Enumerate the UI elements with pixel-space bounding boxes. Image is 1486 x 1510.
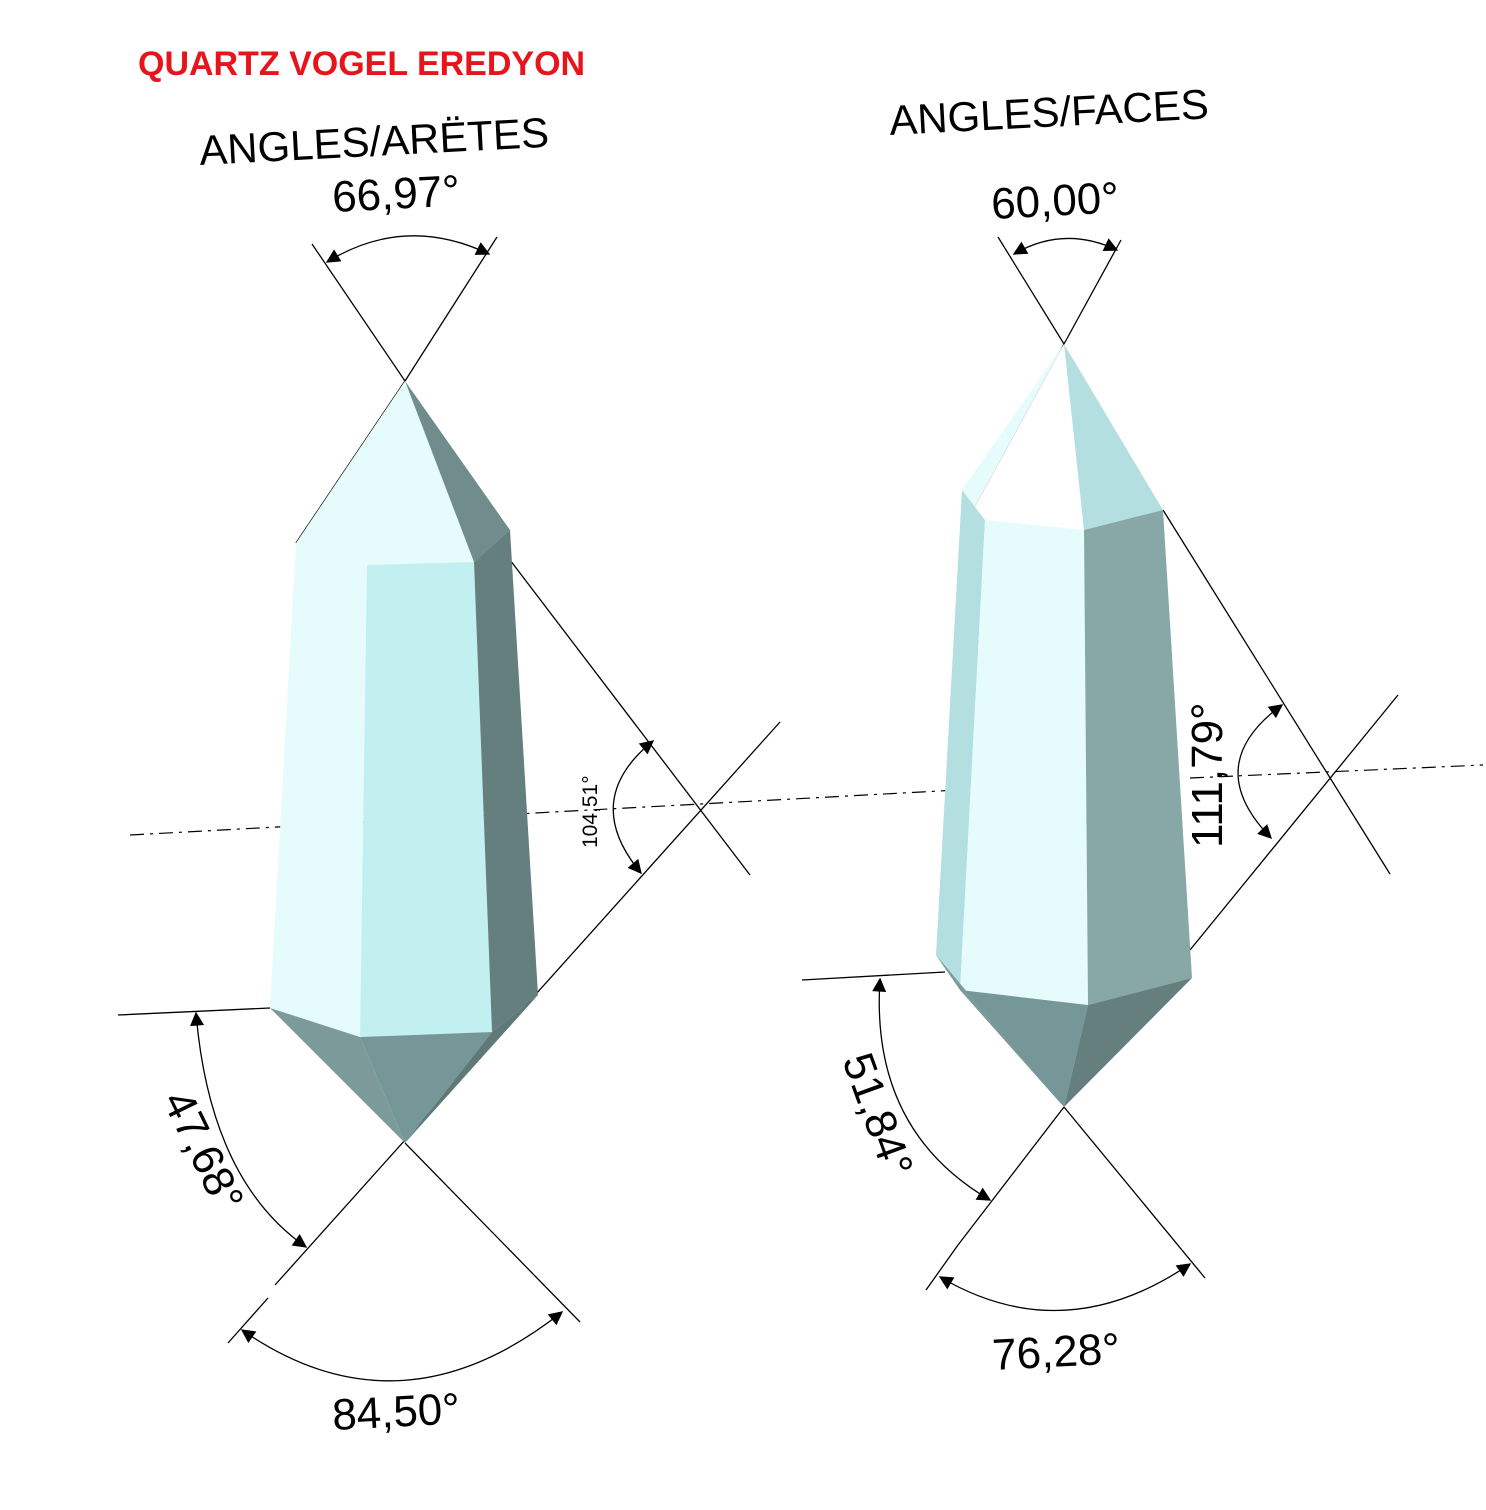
left-bottom-angle-label: 84,50° [331, 1384, 461, 1440]
left-top-line-b [404, 236, 498, 382]
right-bottom-cross-line [1063, 1106, 1206, 1279]
right-axis-dashed [1189, 764, 1484, 779]
left-crystal-tip-front [367, 381, 474, 565]
right-top-arc [1012, 237, 1119, 255]
right-right-edge-line [1162, 509, 1391, 875]
left-bottom-cross-line [404, 1142, 581, 1323]
left-horizontal-line [117, 1007, 271, 1016]
left-top-angle-label: 66,97° [331, 166, 461, 222]
left-crystal-bottom-front [360, 1032, 492, 1143]
right-crystal-body-right [1084, 510, 1192, 1005]
right-bottom-left-line [957, 1106, 1065, 1246]
right-crystal-tip-right [1064, 344, 1163, 530]
right-top-line-a [997, 236, 1065, 345]
right-crystal-body-front [960, 520, 1088, 1005]
right-right-cross-line [1189, 694, 1399, 951]
left-bottom-arc [240, 1311, 564, 1382]
right-side-angle-label: 111,79° [1183, 702, 1232, 848]
right-crystal-tip-front [972, 344, 1084, 530]
right-top-angle-label: 60,00° [990, 173, 1120, 229]
left-top-arc [325, 235, 491, 263]
left-crystal-bottom-right [405, 995, 538, 1143]
left-crystal-body-left [270, 543, 367, 1037]
left-crystal-tip-dark [405, 381, 510, 562]
left-crystal-body-dark [474, 530, 538, 1032]
left-crystal [270, 381, 538, 1143]
left-heading: ANGLES/ARËTES [198, 109, 550, 174]
right-lower-arc [872, 977, 992, 1201]
right-horizontal-line [801, 971, 946, 981]
diagram-title: QUARTZ VOGEL EREDYON [138, 45, 585, 83]
left-top-line-a [311, 243, 406, 382]
left-crystal-body-front [360, 562, 492, 1037]
right-crystal-tip-left [962, 344, 1064, 512]
right-side-arc [1237, 704, 1284, 840]
right-lower-angle-label: 51,84° [833, 1047, 923, 1184]
left-axis-dashed [129, 789, 959, 836]
right-crystal [936, 344, 1192, 1107]
right-panel: ANGLES/FACES 60,00° 111,7 [801, 80, 1484, 1380]
left-side-angle-label: 104,51° [579, 775, 602, 848]
right-top-line-b [1063, 239, 1122, 345]
right-crystal-bottom-front [960, 990, 1088, 1107]
right-crystal-bottom-right [1064, 978, 1192, 1107]
left-crystal-tip-white [296, 381, 405, 565]
left-panel: ANGLES/ARËTES 66,97° 104,51° [117, 109, 959, 1440]
left-side-arc [612, 740, 655, 875]
right-bottom-tick-left [925, 1244, 959, 1291]
left-bottom-tick-left [227, 1297, 269, 1344]
left-lower-angle-label: 47,68° [153, 1083, 253, 1219]
right-bottom-angle-label: 76,28° [991, 1324, 1121, 1380]
right-crystal-body-left [936, 490, 985, 990]
right-bottom-arc [938, 1263, 1192, 1312]
right-heading: ANGLES/FACES [888, 80, 1210, 144]
left-lower-arc [190, 1011, 308, 1248]
left-right-edge-line [509, 559, 751, 876]
